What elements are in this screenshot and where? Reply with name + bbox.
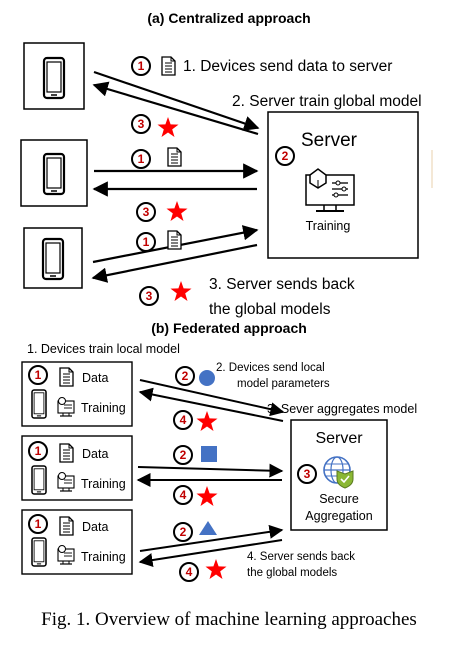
svg-text:1: 1 <box>35 444 42 458</box>
arrow-to-device <box>91 243 258 283</box>
star-icon <box>157 117 179 137</box>
device-training-label: Training <box>81 477 126 491</box>
central-server: Server Training <box>267 111 419 259</box>
svg-text:4: 4 <box>180 413 187 427</box>
fed-step-3: 3. Sever aggregates model <box>267 402 417 416</box>
star-icon <box>170 281 192 301</box>
step-badge-4: 4 <box>173 410 193 430</box>
svg-text:3: 3 <box>304 467 311 481</box>
step-badge-3: 3 <box>136 202 156 222</box>
document-icon <box>161 56 176 76</box>
arrow-to-server <box>139 524 284 552</box>
device-data-label: Data <box>82 520 108 534</box>
svg-text:2: 2 <box>180 525 187 539</box>
fed-server: Server 3 Secure Aggregation <box>290 419 388 531</box>
step-badge-2: 2 <box>275 146 295 166</box>
device-data-label: Data <box>82 447 108 461</box>
fed-device-1: 1 Data Training <box>21 361 133 427</box>
arrow-to-device <box>138 539 283 567</box>
star-icon <box>196 486 218 506</box>
star-icon <box>166 201 188 221</box>
step-badge-4: 4 <box>173 485 193 505</box>
step-badge-1: 1 <box>131 149 151 169</box>
fed-server-sub1: Secure <box>319 492 359 506</box>
central-device-3 <box>23 227 83 289</box>
step-badge-1: 1 <box>28 514 48 534</box>
smartphone-icon <box>42 56 66 100</box>
computer-gear-icon <box>305 168 355 212</box>
arrow-to-server <box>139 379 285 417</box>
step-badge-2: 2 <box>173 445 193 465</box>
central-server-sub: Training <box>306 219 351 233</box>
document-icon <box>59 443 74 463</box>
step-badge-2: 2 <box>175 366 195 386</box>
step-badge-2: 2 <box>173 522 193 542</box>
svg-text:1: 1 <box>138 152 145 166</box>
document-icon <box>59 516 74 536</box>
fed-step-1: 1. Devices train local model <box>27 342 180 356</box>
fed-device-3: 1 Data Training <box>21 509 133 575</box>
central-step-1: 1. Devices send data to server <box>183 58 392 75</box>
arrow-to-server <box>137 463 284 478</box>
svg-text:2: 2 <box>282 149 289 163</box>
smartphone-icon <box>31 465 47 495</box>
fed-step-2-line1: 2. Devices send local <box>216 362 325 374</box>
arrow-to-device <box>138 387 284 422</box>
step-badge-3: 3 <box>139 286 159 306</box>
step-badge-1: 1 <box>28 365 48 385</box>
svg-text:1: 1 <box>35 368 42 382</box>
svg-text:3: 3 <box>143 205 150 219</box>
central-device-1 <box>23 42 85 110</box>
step-badge-4: 4 <box>179 562 199 582</box>
arrow-to-device <box>92 81 259 136</box>
central-step-3-line1: 3. Server sends back <box>209 276 355 293</box>
central-step-3-line2: the global models <box>209 301 331 318</box>
step-badge-3: 3 <box>131 114 151 134</box>
fed-server-sub2: Aggregation <box>305 509 372 523</box>
device-data-label: Data <box>82 371 108 385</box>
star-icon <box>205 559 227 579</box>
document-icon <box>59 367 74 387</box>
svg-text:1: 1 <box>138 59 145 73</box>
star-icon <box>196 411 218 431</box>
step-badge-1: 1 <box>28 441 48 461</box>
smartphone-icon <box>31 537 47 567</box>
svg-text:1: 1 <box>143 235 150 249</box>
document-icon <box>167 230 182 250</box>
central-server-title: Server <box>301 130 358 151</box>
arrow-to-server <box>93 70 260 131</box>
device-training-label: Training <box>81 401 126 415</box>
step-badge-1: 1 <box>136 232 156 252</box>
federated-title: (b) Federated approach <box>151 320 307 336</box>
fed-step-2-line2: model parameters <box>237 378 330 390</box>
centralized-title: (a) Centralized approach <box>147 10 310 26</box>
document-icon <box>167 147 182 167</box>
fed-device-2: 1 Data Training <box>21 435 133 501</box>
triangle-shape <box>199 521 217 535</box>
figure-caption: Fig. 1. Overview of machine learning app… <box>41 609 417 630</box>
globe-shield-icon <box>323 456 354 489</box>
svg-text:4: 4 <box>180 488 187 502</box>
device-training-label: Training <box>81 550 126 564</box>
fed-server-title: Server <box>315 430 363 447</box>
square-shape <box>201 446 217 462</box>
svg-text:2: 2 <box>180 448 187 462</box>
fed-step-4-line1: 4. Server sends back <box>247 551 355 563</box>
central-device-2 <box>20 139 88 207</box>
circle-shape <box>199 370 215 386</box>
smartphone-icon <box>31 389 47 419</box>
smartphone-icon <box>42 152 66 196</box>
smartphone-icon <box>41 237 65 281</box>
fed-step-4-line2: the global models <box>247 567 337 579</box>
svg-text:4: 4 <box>186 565 193 579</box>
svg-text:3: 3 <box>138 117 145 131</box>
svg-text:3: 3 <box>146 289 153 303</box>
step-badge-3: 3 <box>297 464 317 484</box>
svg-text:1: 1 <box>35 517 42 531</box>
step-badge-1: 1 <box>131 56 151 76</box>
svg-text:2: 2 <box>182 369 189 383</box>
central-step-2: 2. Server train global model <box>232 93 422 110</box>
